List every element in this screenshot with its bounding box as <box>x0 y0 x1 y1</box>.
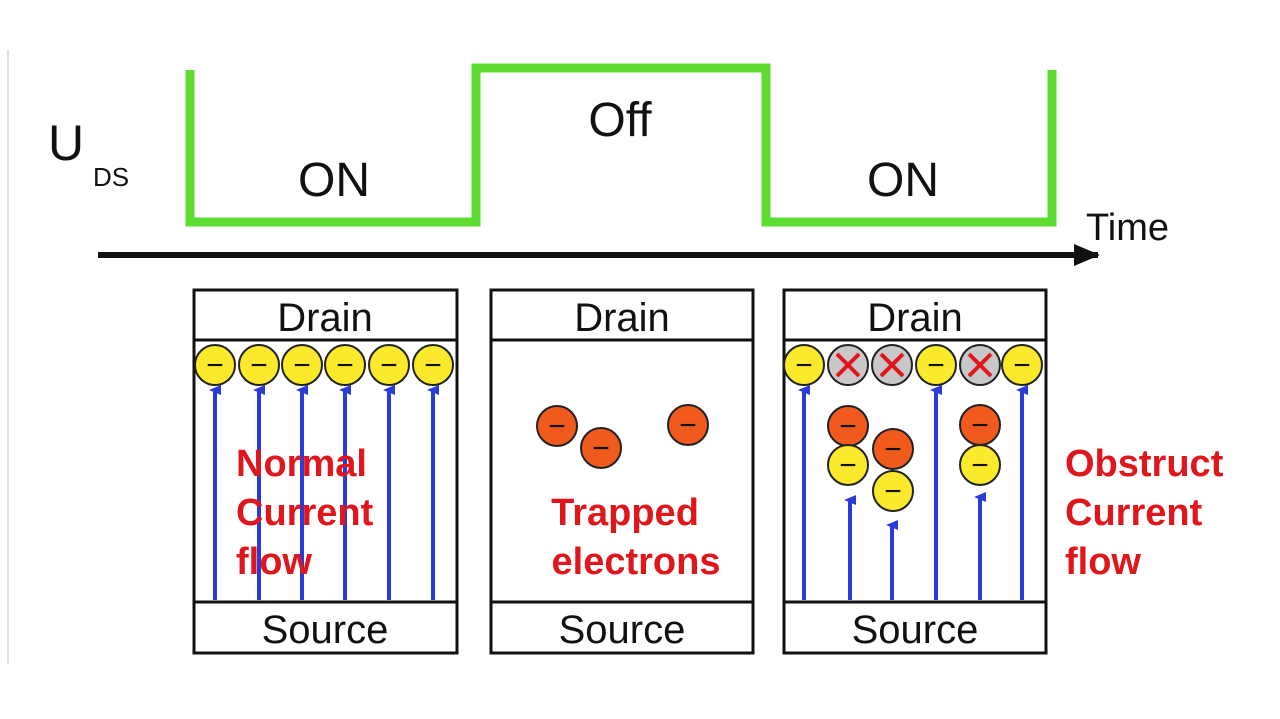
panel-3-drain-label: Drain <box>867 296 963 340</box>
electron-yellow <box>368 344 410 386</box>
panel-3-caption-line-2: Current <box>1065 492 1203 534</box>
blocked-cross-icon <box>835 352 861 378</box>
panel-1-source-label: Source <box>262 608 389 652</box>
electron-trapped <box>667 404 709 446</box>
panel-2-frame <box>489 288 755 655</box>
electron-trapped <box>872 428 914 470</box>
phase-label-on-2: ON <box>867 154 939 207</box>
electron-sign: − <box>250 349 268 382</box>
voltage-subscript: DS <box>93 162 129 192</box>
panel-3-current-arrows <box>798 385 1028 600</box>
panel-3-electron-row: − − − <box>783 344 1043 386</box>
panel-2-source-label: Source <box>559 608 686 652</box>
panel-on-obstructed: Drain Source − − − <box>782 288 1048 655</box>
electron-sign: − <box>548 410 566 443</box>
electron-sign: − <box>679 409 697 442</box>
electron-yellow <box>238 344 280 386</box>
blocked-cross-icon <box>967 352 993 378</box>
phase-label-on-1: ON <box>298 154 370 207</box>
electron-yellow <box>412 344 454 386</box>
electron-yellow <box>959 444 1001 486</box>
electron-yellow <box>324 344 366 386</box>
electron-yellow <box>783 344 825 386</box>
voltage-label: U <box>48 115 84 171</box>
panel-2-trapped-electrons: − − − <box>536 404 709 469</box>
phase-label-off: Off <box>588 94 652 147</box>
panel-1-drain-label: Drain <box>277 296 373 340</box>
electron-sign: − <box>971 449 989 482</box>
panel-2-drain-label: Drain <box>574 296 670 340</box>
electron-trapped <box>536 405 578 447</box>
panel-3-obstructing-electrons: − − − − − − <box>827 404 1001 512</box>
panel-2-caption-line-2: electrons <box>552 541 721 583</box>
electron-trapped <box>580 427 622 469</box>
electron-sign: − <box>336 349 354 382</box>
time-axis-label: Time <box>1086 207 1169 249</box>
electron-sign: − <box>839 449 857 482</box>
electron-sign: − <box>927 349 945 382</box>
panel-3-frame <box>782 288 1048 655</box>
panel-3-caption-line-3: flow <box>1065 541 1141 583</box>
panel-on-normal: Drain Source − − − − − − Normal <box>192 288 459 655</box>
electron-sign: − <box>884 475 902 508</box>
electron-sign: − <box>884 433 902 466</box>
electron-yellow <box>194 344 236 386</box>
panel-3-source-label: Source <box>852 608 979 652</box>
electron-yellow <box>1001 344 1043 386</box>
electron-sign: − <box>293 349 311 382</box>
panel-1-caption-line-3: flow <box>236 541 312 583</box>
electron-sign: − <box>795 349 813 382</box>
panel-off-trapped: Drain Source − − − Trapped electrons <box>489 288 755 655</box>
electron-yellow <box>915 344 957 386</box>
electron-yellow <box>827 444 869 486</box>
electron-sign: − <box>971 409 989 442</box>
electron-sign: − <box>380 349 398 382</box>
blocked-cross-icon <box>879 352 905 378</box>
panel-2-caption-line-1: Trapped <box>551 492 699 534</box>
panel-3-caption-line-1: Obstruct <box>1065 443 1224 485</box>
electron-yellow <box>872 470 914 512</box>
electron-sign: − <box>1013 349 1031 382</box>
electron-sign: − <box>592 432 610 465</box>
electron-sign: − <box>839 410 857 443</box>
electron-yellow <box>281 344 323 386</box>
panel-1-frame <box>192 288 459 655</box>
panel-1-caption-line-1: Normal <box>236 443 367 485</box>
uds-waveform <box>185 63 1057 227</box>
electron-sign: − <box>206 349 224 382</box>
electron-sign: − <box>424 349 442 382</box>
panel-1-caption-line-2: Current <box>236 492 374 534</box>
panel-1-electron-row: − − − − − − <box>194 344 454 386</box>
panel-1-current-arrows <box>209 385 439 600</box>
